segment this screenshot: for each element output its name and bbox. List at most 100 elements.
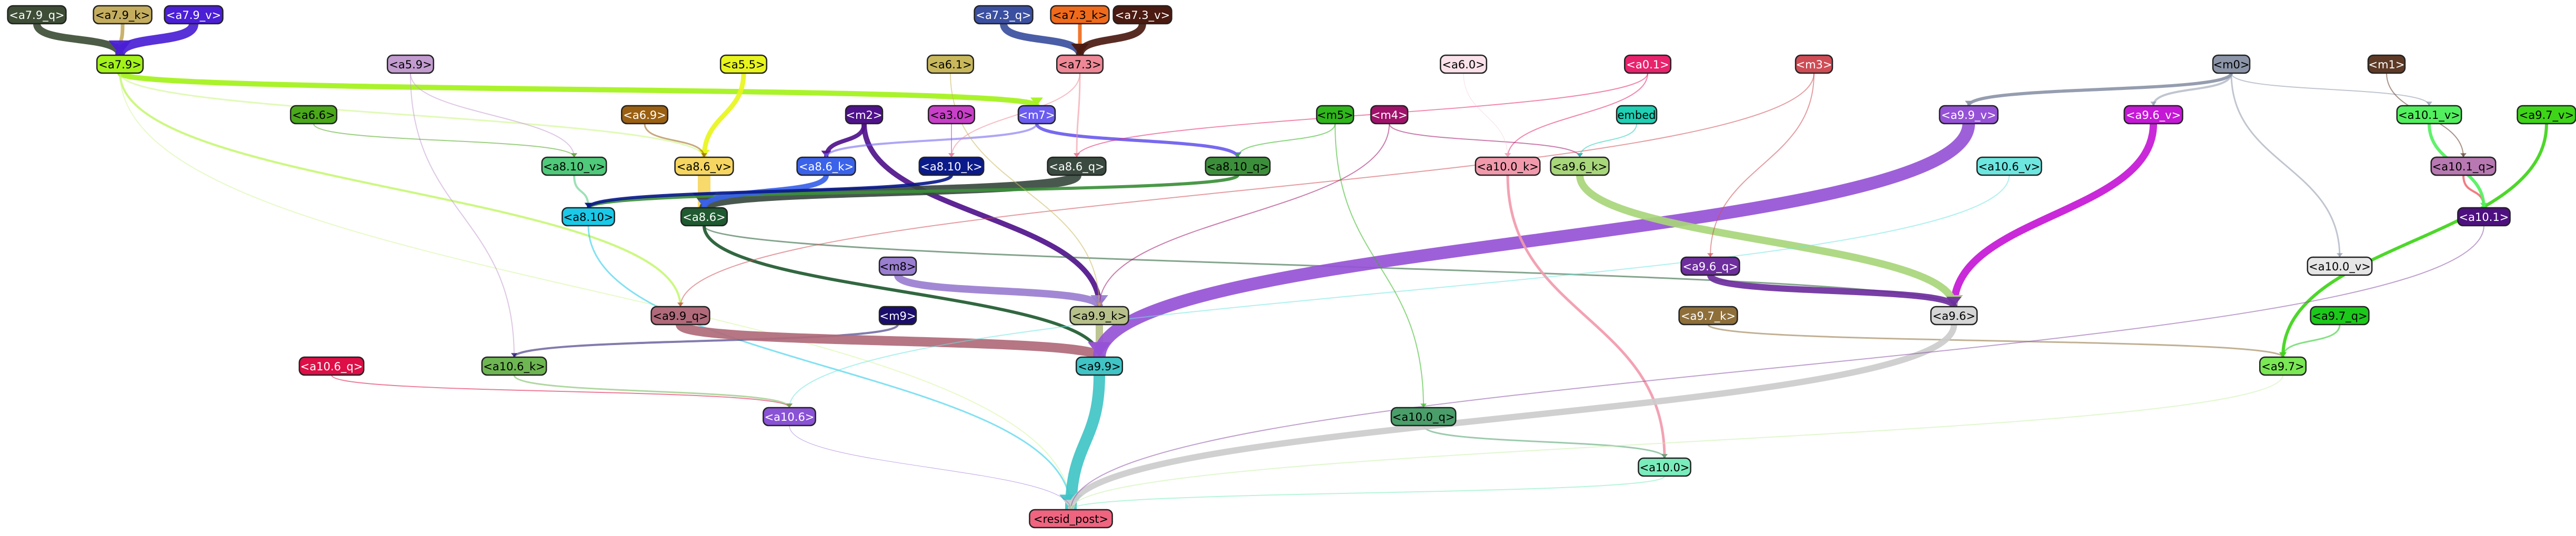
node-a7-3-v[interactable]: <a7.3_v>	[1112, 5, 1172, 25]
node-a10-0-k[interactable]: <a10.0_k>	[1475, 156, 1541, 176]
node-layer: <a7.9_q> <a7.9_k> <a7.9_v> <a7.3_q> <a7.3_k>…	[7, 5, 2576, 529]
node-box	[2212, 54, 2251, 74]
node-box	[298, 356, 365, 376]
node-box	[1475, 156, 1541, 176]
node-a3-0[interactable]: <a3.0>	[927, 105, 976, 125]
node-a10-0[interactable]: <a10.0>	[1638, 457, 1691, 477]
node-a8-10[interactable]: <a8.10>	[562, 207, 615, 227]
node-a6-1[interactable]: <a6.1>	[926, 54, 975, 74]
arrowhead-a6.9-to-a8.6_v	[701, 153, 707, 157]
node-a8-10-k[interactable]: <a8.10_k>	[918, 156, 985, 176]
arrowhead-a7.9_v-to-a7.9	[108, 40, 132, 55]
node-a7-9-v[interactable]: <a7.9_v>	[164, 5, 224, 25]
arrowhead-m0-to-a10.0_v	[2337, 253, 2343, 257]
node-box	[2123, 105, 2183, 125]
node-embed[interactable]: embed	[1616, 105, 1658, 125]
arrowhead-m3-to-a9.9_q	[677, 302, 684, 307]
node-a8-6[interactable]: <a8.6>	[680, 207, 728, 227]
node-box	[1616, 105, 1658, 125]
node-a7-3[interactable]: <a7.3>	[1056, 54, 1104, 74]
node-box	[719, 54, 768, 74]
node-a6-0[interactable]: <a6.0>	[1439, 54, 1488, 74]
node-label: <a8.10_q>	[1207, 160, 1269, 174]
node-a10-1[interactable]: <a10.1>	[2457, 207, 2511, 227]
node-a9-7-k[interactable]: <a9.7_k>	[1678, 306, 1738, 326]
node-a10-6-v[interactable]: <a10.6_v>	[1976, 156, 2042, 176]
node-box	[1930, 306, 1978, 326]
node-m8[interactable]: <m8>	[878, 256, 917, 276]
node-box	[7, 5, 67, 25]
node-m5[interactable]: <m5>	[1316, 105, 1355, 125]
node-a7-3-k[interactable]: <a7.3_k>	[1050, 5, 1110, 25]
node-a9-9[interactable]: <a9.9>	[1075, 356, 1124, 376]
node-m0[interactable]: <m0>	[2212, 54, 2251, 74]
node-a7-9-q[interactable]: <a7.9_q>	[7, 5, 67, 25]
arrowhead-a8.6_k-to-a8.6	[698, 199, 710, 208]
edge-a10.0-to-resid_post	[1070, 476, 1665, 510]
node-a5-5[interactable]: <a5.5>	[719, 54, 768, 74]
arrowhead-a10.1_v-to-a10.1	[2480, 203, 2488, 208]
node-box	[1075, 356, 1124, 376]
node-a9-9-v[interactable]: <a9.9_v>	[1939, 105, 1999, 125]
edge-m3-to-a9.9_q	[680, 73, 1815, 307]
node-box	[1370, 105, 1409, 125]
node-a6-9[interactable]: <a6.9>	[620, 105, 669, 125]
node-a7-9-k[interactable]: <a7.9_k>	[93, 5, 153, 25]
node-label: <a7.9_q>	[9, 9, 64, 22]
node-a7-9[interactable]: <a7.9>	[96, 54, 144, 74]
node-a9-6-q[interactable]: <a9.6_q>	[1680, 256, 1740, 276]
node-m9[interactable]: <m9>	[878, 306, 917, 326]
arrowhead-a6.1-to-a9.9_k	[1096, 302, 1102, 307]
node-a5-9[interactable]: <a5.9>	[386, 54, 435, 74]
node-a10-1-v[interactable]: <a10.1_v>	[2396, 105, 2462, 125]
node-a9-9-k[interactable]: <a9.9_k>	[1069, 306, 1129, 326]
edge-a7.3_v-to-a7.3	[1076, 20, 1146, 59]
node-box	[2259, 356, 2307, 376]
node-a8-10-q[interactable]: <a8.10_q>	[1205, 156, 1271, 176]
edge-a9.7-to-resid_post	[1070, 375, 2283, 510]
node-label: <a5.5>	[722, 58, 765, 71]
node-a9-7-q[interactable]: <a9.7_q>	[2310, 306, 2370, 326]
node-a10-6[interactable]: <a10.6>	[763, 407, 816, 427]
node-a8-10-v[interactable]: <a8.10_v>	[541, 156, 607, 176]
node-a8-6-k[interactable]: <a8.6_k>	[796, 156, 856, 176]
node-a10-1-q[interactable]: <a10.1_q>	[2430, 156, 2497, 176]
node-a0-1[interactable]: <a0.1>	[1623, 54, 1672, 74]
node-m3[interactable]: <m3>	[1795, 54, 1833, 74]
node-m7[interactable]: <m7>	[1017, 105, 1056, 125]
node-a9-6-v[interactable]: <a9.6_v>	[2123, 105, 2183, 125]
node-resid-post[interactable]: <resid_post>	[1029, 509, 1113, 529]
edge-m0-to-a9.6_v	[2152, 72, 2232, 107]
node-a10-6-k[interactable]: <a10.6_k>	[481, 356, 547, 376]
node-a10-0-q[interactable]: <a10.0_q>	[1390, 407, 1457, 427]
node-box	[974, 5, 1034, 25]
node-a6-6[interactable]: <a6.6>	[289, 105, 338, 125]
node-a9-7-v[interactable]: <a9.7_v>	[2517, 105, 2576, 125]
node-m4[interactable]: <m4>	[1370, 105, 1409, 125]
node-a10-0-v[interactable]: <a10.0_v>	[2307, 256, 2373, 276]
node-a10-6-q[interactable]: <a10.6_q>	[298, 356, 365, 376]
node-a9-9-q[interactable]: <a9.9_q>	[650, 306, 710, 326]
node-label: <a9.9_k>	[1072, 310, 1127, 323]
node-a7-3-q[interactable]: <a7.3_q>	[974, 5, 1034, 25]
arrowhead-a6.6-to-a8.10_v	[571, 153, 577, 157]
edge-a7.3_q-to-a7.3	[1000, 20, 1084, 59]
node-a8-6-q[interactable]: <a8.6_q>	[1047, 156, 1107, 176]
node-box	[1976, 156, 2042, 176]
edge-a6.9-to-a8.6_v	[644, 123, 705, 158]
node-box	[1017, 105, 1056, 125]
node-box	[1550, 156, 1610, 176]
node-a9-6[interactable]: <a9.6>	[1930, 306, 1978, 326]
node-label: <a7.3>	[1058, 58, 1101, 71]
node-label: <a9.6_k>	[1552, 160, 1607, 174]
arrowhead-embed-to-a9.6_k	[1577, 153, 1583, 157]
node-label: <m1>	[2368, 58, 2404, 71]
node-m2[interactable]: <m2>	[845, 105, 884, 125]
edge-a0.1-to-a8.6_q	[1076, 73, 1648, 158]
node-a8-6-v[interactable]: <a8.6_v>	[674, 156, 734, 176]
node-box	[289, 105, 338, 125]
node-a9-6-k[interactable]: <a9.6_k>	[1550, 156, 1610, 176]
node-a9-7[interactable]: <a9.7>	[2259, 356, 2307, 376]
node-m1[interactable]: <m1>	[2367, 54, 2406, 74]
node-box	[2457, 207, 2511, 227]
